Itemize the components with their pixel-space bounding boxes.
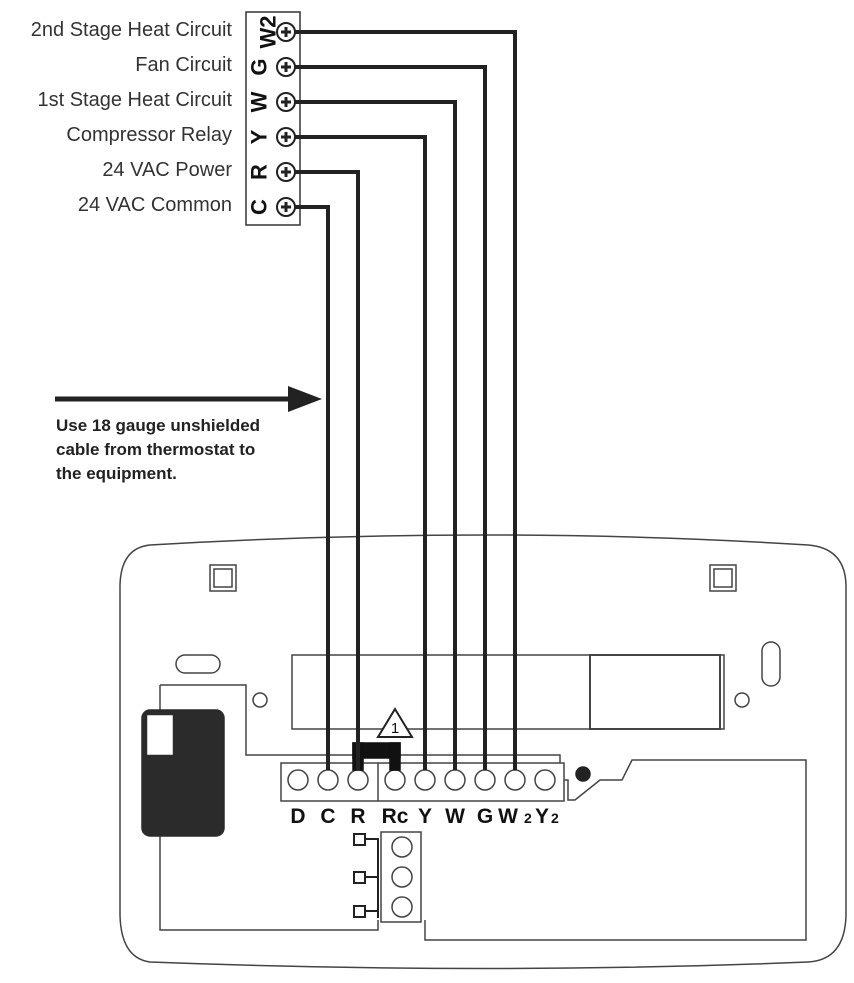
wire-g (295, 65, 487, 770)
term-c: C (320, 805, 335, 828)
cable-note-line-2: cable from thermostat to (56, 440, 256, 459)
term-y: Y (418, 805, 432, 828)
screw-icon (276, 197, 296, 217)
wires (295, 30, 517, 770)
label-1st-stage-heat-circuit: 1st Stage Heat Circuit (37, 89, 232, 111)
label-24vac-common: 24 VAC Common (77, 194, 232, 216)
cable-note-line-3: the equipment. (56, 464, 177, 483)
term-y2-main: Y (535, 805, 549, 828)
code-y: Y (247, 129, 272, 144)
label-24vac-power: 24 VAC Power (102, 159, 232, 181)
term-w2-main: W (498, 805, 518, 828)
term-y2-sub: 2 (551, 810, 559, 826)
arrow-right-icon (55, 386, 322, 412)
term-d: D (290, 805, 305, 828)
code-r: R (247, 164, 272, 180)
wire-y (295, 135, 427, 770)
screw-icon (276, 57, 296, 77)
wire-r (295, 170, 360, 770)
thermostat-terminal-labels: D C R Rc Y W G W 2 Y 2 (290, 805, 559, 828)
term-w2-sub: 2 (524, 810, 532, 826)
term-w: W (445, 805, 465, 828)
label-fan-circuit: Fan Circuit (135, 54, 232, 76)
term-g: G (477, 805, 493, 828)
code-g: G (247, 58, 272, 75)
warning-triangle-icon: 1 (376, 707, 414, 738)
label-compressor-relay: Compressor Relay (66, 124, 232, 146)
cable-note-line-1: Use 18 gauge unshielded (56, 416, 261, 435)
screw-icon (276, 162, 296, 182)
screw-icon (276, 22, 296, 42)
wire-w2 (295, 30, 517, 770)
equipment-terminal-block: W2 G W Y R C (245, 11, 301, 226)
code-c: C (247, 199, 272, 215)
label-2nd-stage-heat-circuit: 2nd Stage Heat Circuit (30, 19, 232, 41)
wire-w (295, 100, 457, 770)
warning-number: 1 (391, 720, 399, 737)
screw-icon (276, 92, 296, 112)
screw-icon (276, 127, 296, 147)
cable-note: Use 18 gauge unshielded cable from therm… (56, 414, 260, 486)
wire-c (295, 205, 330, 770)
code-w: W (247, 91, 272, 112)
term-r: R (350, 805, 365, 828)
term-rc: Rc (382, 805, 409, 828)
